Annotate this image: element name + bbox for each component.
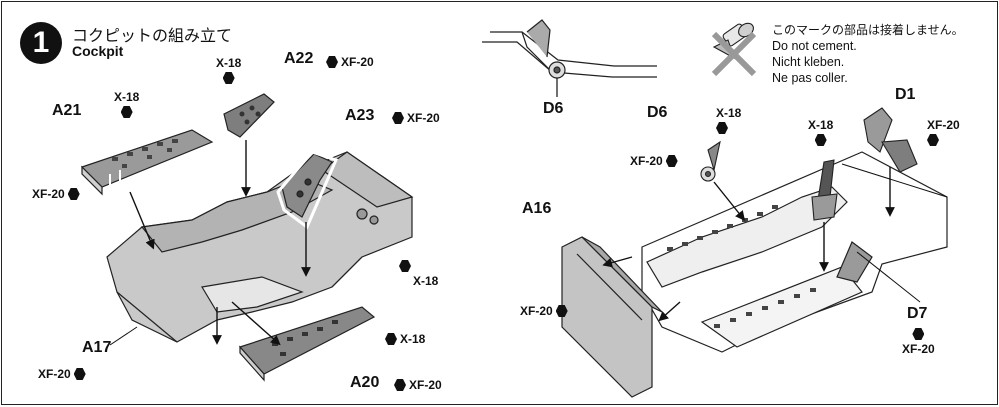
paint-hex-icon (385, 333, 397, 345)
label-a21: A21 (52, 102, 82, 119)
paint-x18-a22: X-18 (216, 56, 241, 84)
paint-xf20-a20-text: XF-20 (409, 378, 442, 392)
label-a17: A17 (82, 339, 112, 356)
paint-hex-icon (399, 260, 411, 272)
paint-x18-tub: X-18 (399, 260, 438, 288)
do-not-cement-icon (711, 22, 757, 77)
cockpit-tub-right (641, 151, 948, 353)
paint-hex-icon (912, 328, 925, 340)
label-d6-top: D6 (543, 100, 564, 117)
step-title-jp: コクピットの組み立て (72, 26, 233, 45)
paint-x18-a20-text: X-18 (400, 332, 426, 346)
paint-hex-icon (814, 134, 827, 146)
paint-hex-icon (394, 379, 406, 391)
part-a23-panel (276, 150, 339, 230)
paint-x18-stick-text: X-18 (808, 118, 834, 132)
paint-xf20-a17-text: XF-20 (38, 367, 71, 381)
arrows-left (129, 140, 311, 346)
label-d7: D7 (907, 305, 928, 322)
leader-lines-right (841, 163, 948, 303)
paint-hex-icon (555, 305, 568, 317)
paint-xf20-a21: XF-20 (32, 187, 80, 201)
part-a21-panel (80, 129, 214, 196)
paint-xf20-d7-text: XF-20 (902, 342, 935, 356)
paint-hex-icon (716, 122, 728, 134)
part-control-stick (811, 159, 838, 221)
paint-x18-stick: X-18 (808, 118, 833, 146)
do-not-cement-notice: このマークの部品は接着しません。 Do not cement. Nicht kl… (772, 22, 964, 86)
label-d6: D6 (647, 104, 668, 121)
paint-xf20-a23: XF-20 (392, 111, 440, 125)
part-d6-lever (700, 140, 721, 182)
paint-x18-tub-text: X-18 (413, 274, 439, 288)
paint-xf20-d7: XF-20 (902, 328, 935, 356)
paint-hex-icon (927, 134, 939, 146)
paint-hex-icon (73, 368, 86, 380)
paint-hex-icon (67, 188, 80, 200)
paint-xf20-d1-text: XF-20 (927, 118, 960, 132)
paint-hex-icon (665, 155, 678, 167)
part-a22-panel (223, 93, 275, 138)
step-title-en: Cockpit (72, 43, 124, 59)
paint-x18-a21: X-18 (114, 90, 139, 118)
paint-xf20-a22-text: XF-20 (341, 55, 374, 69)
label-a16: A16 (522, 200, 552, 217)
label-a23: A23 (345, 107, 375, 124)
part-a16-panel (561, 236, 663, 398)
paint-xf20-d6: XF-20 (630, 154, 678, 168)
d6-inset (482, 19, 657, 97)
notice-jp: このマークの部品は接着しません。 (772, 23, 964, 37)
notice-de: Nicht kleben. (772, 55, 845, 69)
part-a20-panel (238, 306, 376, 382)
paint-xf20-a21-text: XF-20 (32, 187, 65, 201)
paint-xf20-d6-text: XF-20 (630, 154, 663, 168)
paint-xf20-d1: XF-20 (927, 118, 960, 146)
leader-lines-left (109, 326, 138, 346)
paint-hex-icon (120, 106, 133, 118)
paint-xf20-a16-text: XF-20 (520, 304, 553, 318)
paint-x18-d6: X-18 (716, 106, 741, 134)
label-a20: A20 (350, 374, 380, 391)
step-number-badge: 1 (20, 22, 62, 64)
label-d1: D1 (895, 86, 916, 103)
paint-hex-icon (222, 72, 235, 84)
label-a22: A22 (284, 50, 314, 67)
paint-hex-icon (392, 112, 404, 124)
paint-xf20-a16: XF-20 (520, 304, 568, 318)
notice-en: Do not cement. (772, 39, 857, 53)
paint-xf20-a22: XF-20 (326, 55, 374, 69)
paint-hex-icon (326, 56, 338, 68)
arrows-right (602, 167, 895, 322)
paint-x18-a22-text: X-18 (216, 56, 242, 70)
paint-x18-a21-text: X-18 (114, 90, 140, 104)
paint-x18-d6-text: X-18 (716, 106, 742, 120)
part-d1 (863, 107, 918, 173)
notice-fr: Ne pas coller. (772, 71, 848, 85)
paint-xf20-a20: XF-20 (394, 378, 442, 392)
paint-xf20-a17: XF-20 (38, 367, 86, 381)
paint-xf20-a23-text: XF-20 (407, 111, 440, 125)
paint-x18-a20: X-18 (385, 332, 425, 346)
